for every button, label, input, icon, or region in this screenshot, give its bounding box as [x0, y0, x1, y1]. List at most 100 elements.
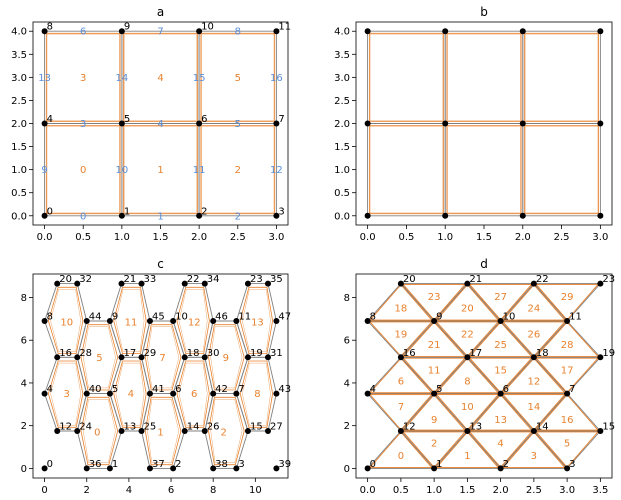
x-tick-label: 1.5 — [476, 232, 492, 243]
node-label: 2 — [503, 459, 509, 470]
face-outline — [399, 392, 469, 432]
node-point — [397, 428, 404, 435]
face-inset — [402, 394, 467, 431]
y-tick-label: 2.0 — [334, 119, 350, 130]
node-point — [41, 212, 48, 219]
node-label: 11 — [569, 311, 582, 322]
node-point — [597, 28, 604, 35]
face-outline — [532, 283, 602, 322]
node-point — [54, 428, 61, 435]
node-label: 13 — [124, 422, 137, 433]
face-label: 3 — [80, 73, 86, 84]
face-label: 17 — [561, 366, 574, 377]
node-label: 36 — [89, 459, 102, 470]
panel-title: a — [157, 5, 164, 19]
face-outline — [466, 320, 535, 358]
node-point — [497, 390, 504, 397]
node-point — [273, 28, 280, 35]
node-label: 20 — [403, 274, 416, 285]
face-inset — [368, 393, 433, 431]
x-tick-label: 8 — [210, 485, 216, 496]
face-outline — [444, 123, 524, 217]
plot-frame — [355, 273, 613, 479]
node-label: 34 — [207, 274, 220, 285]
node-label: 9 — [124, 22, 130, 33]
node-label: 47 — [278, 311, 291, 322]
x-tick-label: 2.5 — [526, 485, 542, 496]
node-label: 35 — [270, 274, 283, 285]
face-inset — [501, 321, 566, 357]
face-inset — [501, 284, 566, 321]
face-label: 28 — [561, 340, 574, 351]
node-point — [431, 390, 438, 397]
node-label: 20 — [59, 274, 72, 285]
node-label: 16 — [403, 348, 416, 359]
x-tick-label: 4 — [126, 485, 132, 496]
node-point — [597, 428, 604, 435]
node-label: 7 — [569, 384, 575, 395]
y-tick-label: 3.5 — [11, 50, 27, 61]
y-tick-label: 8 — [344, 293, 350, 304]
face-inset — [435, 431, 500, 469]
node-label: 5 — [112, 384, 118, 395]
node-label: 6 — [503, 384, 509, 395]
node-label: 8 — [47, 311, 53, 322]
face-inset — [535, 321, 600, 357]
edge-label: 10 — [115, 165, 128, 176]
face-inset — [176, 286, 210, 355]
face-inset — [503, 394, 565, 430]
face-inset — [368, 284, 433, 321]
node-label: 22 — [187, 274, 200, 285]
face-inset — [124, 33, 197, 121]
node-point — [83, 390, 90, 397]
node-label: 11 — [278, 22, 291, 33]
face-outline — [532, 392, 602, 432]
plot-frame — [32, 21, 289, 226]
face-inset — [403, 284, 465, 320]
node-label: 4 — [47, 384, 53, 395]
face-label: 2 — [235, 165, 241, 176]
node-label: 19 — [602, 348, 615, 359]
face-inset — [503, 321, 565, 357]
node-point — [181, 354, 188, 361]
node-point — [244, 280, 251, 287]
face-outline — [367, 30, 446, 124]
face-inset — [242, 289, 271, 352]
node-point — [181, 428, 188, 435]
face-outline — [366, 430, 436, 469]
node-point — [464, 428, 471, 435]
node-label: 33 — [144, 274, 157, 285]
node-point — [41, 390, 48, 397]
face-inset — [403, 322, 465, 357]
face-inset — [402, 283, 467, 321]
x-tick-label: 3.0 — [268, 232, 284, 243]
face-label: 2 — [431, 438, 437, 449]
face-inset — [82, 326, 116, 389]
face-label: 14 — [528, 402, 541, 413]
node-label: 8 — [47, 22, 53, 33]
face-inset — [469, 322, 532, 357]
node-point — [118, 120, 125, 127]
node-point — [519, 120, 526, 127]
face-inset — [147, 399, 180, 463]
face-inset — [115, 289, 145, 352]
node-point — [564, 390, 571, 397]
face-label: 6 — [398, 376, 404, 387]
face-inset — [524, 33, 599, 121]
face-label: 3 — [531, 451, 537, 462]
node-point — [597, 212, 604, 219]
node-point — [196, 120, 203, 127]
y-tick-label: 0.0 — [11, 211, 27, 222]
face-label: 0 — [398, 451, 404, 462]
edge-label: 7 — [157, 27, 163, 38]
edge-label: 2 — [235, 211, 241, 222]
x-tick-label: 1.0 — [426, 485, 442, 496]
node-label: 37 — [152, 459, 165, 470]
face-inset — [124, 126, 197, 214]
face-outline — [522, 30, 601, 124]
node-point — [530, 280, 537, 287]
face-inset — [403, 358, 465, 393]
x-tick-label: 2.5 — [230, 232, 246, 243]
node-point — [74, 428, 81, 435]
